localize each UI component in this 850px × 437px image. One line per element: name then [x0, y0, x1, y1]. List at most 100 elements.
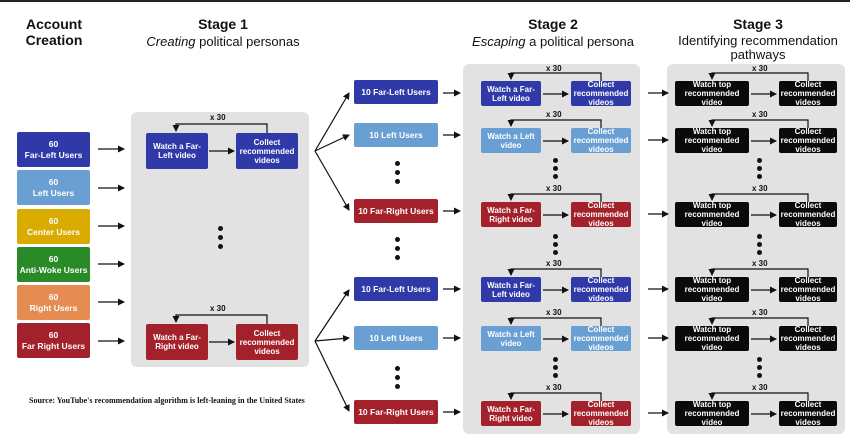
stage3-watch-box: Watch top recommended video	[675, 201, 749, 228]
stage1-title: Stage 1	[198, 16, 248, 32]
stage2-dot	[553, 365, 558, 370]
stage3-watch-box: Watch top recommended video	[675, 276, 749, 303]
loop-arrow	[507, 392, 602, 401]
stage2-dot	[553, 234, 558, 239]
stage1-subtitle: Creating political personas	[146, 34, 300, 49]
stage3-title: Stage 3	[733, 16, 783, 32]
group-far-left-box: 10 Far-Left Users	[354, 80, 438, 104]
stage1-dot	[218, 235, 223, 240]
stage2-repeat-label: x 30	[546, 110, 562, 119]
source-caption: Source: YouTube's recommendation algorit…	[29, 396, 305, 405]
stage1-collect-box-top: Collect recommended videos	[236, 133, 298, 169]
stage2-collect-box: Collect recommended videos	[571, 127, 631, 154]
arrow	[314, 335, 350, 343]
stage2-repeat-label: x 30	[546, 308, 562, 317]
stage3-dot	[757, 174, 762, 179]
stage1-dot	[218, 226, 223, 231]
loop-arrow	[708, 119, 809, 128]
stage3-dot	[757, 166, 762, 171]
loop-arrow	[708, 317, 809, 326]
stage3-collect-box: Collect recommended videos	[779, 80, 837, 107]
stage2-repeat-label: x 30	[546, 64, 562, 73]
group-dot	[395, 179, 400, 184]
stage2-dot	[553, 242, 558, 247]
stage2-watch-box: Watch a Left video	[481, 326, 541, 351]
group-dot	[395, 161, 400, 166]
loop-arrow	[708, 268, 809, 277]
loop-arrow	[507, 268, 602, 277]
arrow	[314, 92, 350, 152]
arrow	[314, 150, 350, 211]
loop-arrow	[708, 392, 809, 401]
stage2-dot	[553, 373, 558, 378]
stage2-repeat-label: x 30	[546, 383, 562, 392]
stage2-collect-box: Collect recommended videos	[571, 80, 631, 107]
loop-arrow	[507, 72, 602, 81]
stage3-dot	[757, 365, 762, 370]
stage2-dot	[553, 250, 558, 255]
stage1-collect-box-bottom: Collect recommended videos	[236, 324, 298, 360]
loop-arrow	[172, 314, 268, 324]
stage3-repeat-label: x 30	[752, 259, 768, 268]
stage2-collect-box: Collect recommended videos	[571, 325, 631, 352]
stage3-dot	[757, 158, 762, 163]
stage2-subtitle: Escaping a political persona	[472, 34, 634, 49]
stage1-repeat-label-top: x 30	[210, 113, 226, 122]
stage2-watch-box: Watch a Left video	[481, 128, 541, 153]
stage3-repeat-label: x 30	[752, 184, 768, 193]
top-divider	[0, 0, 850, 2]
stage3-dot	[757, 357, 762, 362]
group-dot	[395, 246, 400, 251]
stage3-repeat-label: x 30	[752, 383, 768, 392]
stage3-collect-box: Collect recommended videos	[779, 201, 837, 228]
stage2-watch-box: Watch a Far-Left video	[481, 277, 541, 302]
stage3-collect-box: Collect recommended videos	[779, 400, 837, 427]
stage2-title: Stage 2	[528, 16, 578, 32]
group-dot	[395, 255, 400, 260]
arrow	[314, 134, 350, 152]
stage2-repeat-label: x 30	[546, 184, 562, 193]
stage2-repeat-label: x 30	[546, 259, 562, 268]
stage3-dot	[757, 242, 762, 247]
group-left-box: 10 Left Users	[354, 123, 438, 147]
stage3-repeat-label: x 30	[752, 64, 768, 73]
stage2-dot	[553, 357, 558, 362]
stage2-watch-box: Watch a Far-Left video	[481, 81, 541, 106]
loop-arrow	[708, 72, 809, 81]
group-far-right-box: 10 Far-Right Users	[354, 199, 438, 223]
stage2-collect-box: Collect recommended videos	[571, 201, 631, 228]
stage3-panel	[667, 64, 845, 434]
loop-arrow	[708, 193, 809, 202]
group-dot	[395, 375, 400, 380]
loop-arrow	[507, 193, 602, 202]
stage1-dot	[218, 244, 223, 249]
stage3-dot	[757, 250, 762, 255]
stage3-collect-box: Collect recommended videos	[779, 325, 837, 352]
stage3-dot	[757, 234, 762, 239]
loop-arrow	[507, 119, 602, 128]
account-creation-heading: Account Creation	[25, 16, 83, 48]
group-dot	[395, 237, 400, 242]
stage3-dot	[757, 373, 762, 378]
stage3-repeat-label: x 30	[752, 308, 768, 317]
stage1-watch-far-left-box: Watch a Far-Left video	[146, 133, 208, 169]
stage3-watch-box: Watch top recommended video	[675, 400, 749, 427]
stage2-dot	[553, 174, 558, 179]
group-far-left-box: 10 Far-Left Users	[354, 277, 438, 301]
stage3-watch-box: Watch top recommended video	[675, 325, 749, 352]
stage3-repeat-label: x 30	[752, 110, 768, 119]
loop-arrow	[172, 123, 268, 133]
stage2-watch-box: Watch a Far-Right video	[481, 202, 541, 227]
group-far-right-box: 10 Far-Right Users	[354, 400, 438, 424]
group-left-box: 10 Left Users	[354, 326, 438, 350]
stage3-watch-box: Watch top recommended video	[675, 127, 749, 154]
group-dot	[395, 384, 400, 389]
stage1-watch-far-right-box: Watch a Far-Right video	[146, 324, 208, 360]
stage2-collect-box: Collect recommended videos	[571, 400, 631, 427]
